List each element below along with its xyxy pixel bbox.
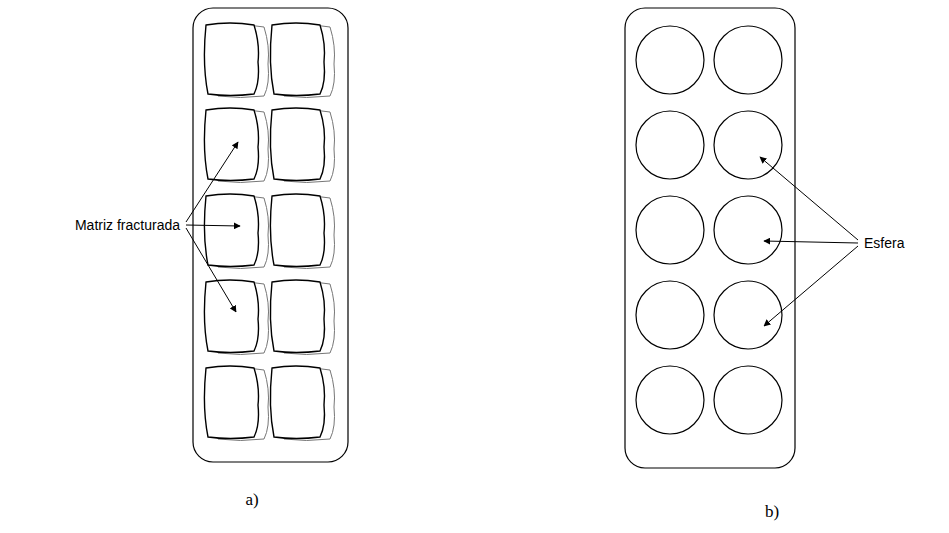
leader-line xyxy=(186,142,240,312)
sphere xyxy=(636,26,782,434)
part-label: Esfera xyxy=(864,235,904,252)
panel-label: b) xyxy=(765,502,779,522)
part-label: Matriz fracturada xyxy=(75,217,180,234)
container-panel xyxy=(193,8,348,462)
leader-line xyxy=(760,157,858,326)
container-panel xyxy=(625,8,795,468)
panel-label: a) xyxy=(245,490,258,510)
fractured-matrix xyxy=(204,23,334,441)
